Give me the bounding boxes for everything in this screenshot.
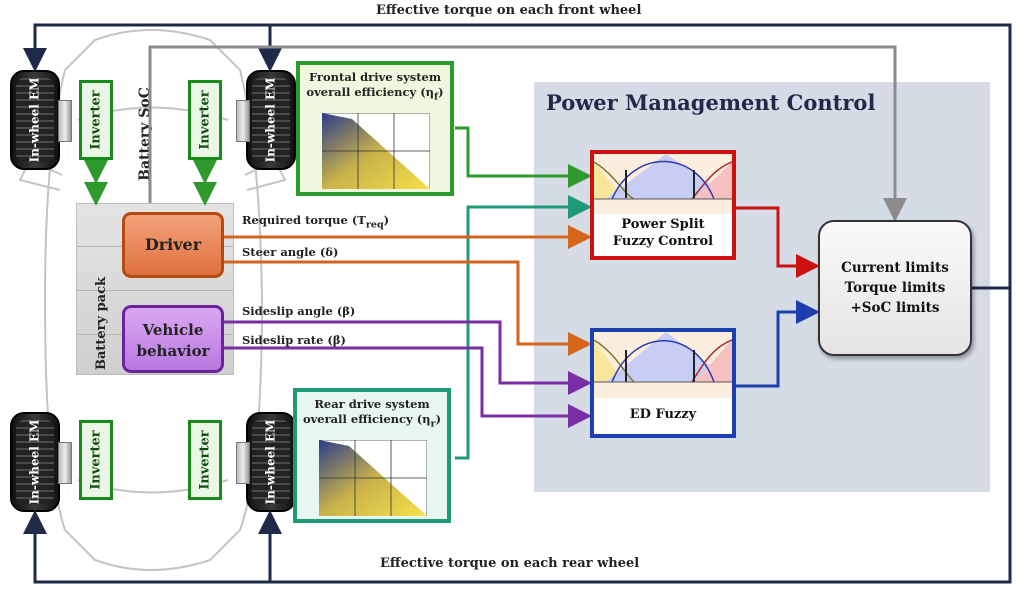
limits-line2: Torque limits [844, 280, 946, 296]
hub-rear-right [236, 442, 250, 484]
front-torque-label: Effective torque on each front wheel [376, 3, 642, 18]
pmc-title: Power Management Control [546, 90, 876, 115]
required-torque-label: Required torque (Treq) [242, 213, 389, 230]
inverter-front-left: Inverter [79, 80, 113, 160]
rear-efficiency-title: Rear drive system overall efficiency (ηr… [301, 397, 443, 431]
ed-fuzzy-box: ED Fuzzy [590, 328, 736, 438]
sideslip-angle-label: Sideslip angle (β) [242, 304, 356, 318]
limits-line1: Current limits [841, 260, 949, 276]
wheel-front-left: In-wheel EM [10, 70, 60, 170]
steer-angle-label: Steer angle (δ) [242, 245, 339, 259]
front-efficiency-map [322, 113, 430, 189]
power-split-membership-plot [594, 154, 732, 214]
rear-efficiency-map [319, 440, 427, 516]
power-split-box: Power Split Fuzzy Control [590, 150, 736, 260]
wheel-rear-right: In-wheel EM [246, 412, 296, 512]
required-torque-close: ) [383, 213, 390, 227]
rear-efficiency-title-text: Rear drive system overall efficiency (η [302, 397, 431, 426]
rear-torque-label: Effective torque on each rear wheel [380, 556, 640, 571]
ed-fuzzy-title: ED Fuzzy [629, 407, 697, 422]
rear-efficiency-box: Rear drive system overall efficiency (ηr… [293, 388, 451, 523]
ed-fuzzy-membership-plot [594, 332, 732, 398]
limits-line3: +SoC limits [850, 300, 940, 316]
driver-box: Driver [122, 212, 224, 278]
required-torque-sub: req [365, 219, 384, 231]
inverter-rear-left: Inverter [79, 420, 113, 500]
wheel-rear-left: In-wheel EM [10, 412, 60, 512]
rear-efficiency-close: ) [435, 412, 442, 426]
vehicle-behavior-box: Vehicle behavior [122, 305, 224, 373]
power-split-title: Power Split Fuzzy Control [594, 216, 732, 250]
power-split-line2: Fuzzy Control [612, 234, 714, 249]
front-efficiency-title: Frontal drive system overall efficiency … [304, 70, 446, 104]
hub-front-left [58, 100, 72, 142]
hub-front-right [236, 100, 250, 142]
driver-label: Driver [144, 235, 202, 254]
front-efficiency-sub: f [434, 91, 439, 103]
limits-box: Current limits Torque limits +SoC limits [818, 220, 972, 356]
inverter-rear-right: Inverter [188, 420, 222, 500]
front-efficiency-box: Frontal drive system overall efficiency … [296, 61, 454, 196]
vehicle-behavior-line1: Vehicle [142, 321, 204, 339]
required-torque-text: Required torque (T [242, 213, 366, 227]
wheel-front-right: In-wheel EM [246, 70, 296, 170]
hub-rear-left [58, 442, 72, 484]
vehicle-behavior-line2: behavior [136, 342, 210, 360]
inverter-front-right: Inverter [188, 80, 222, 160]
rear-efficiency-sub: r [430, 418, 436, 430]
power-split-line1: Power Split [621, 217, 705, 232]
sideslip-rate-label: Sideslip rate (β̇) [242, 333, 346, 347]
front-efficiency-title-text: Frontal drive system overall efficiency … [306, 70, 442, 99]
front-efficiency-close: ) [438, 85, 444, 99]
